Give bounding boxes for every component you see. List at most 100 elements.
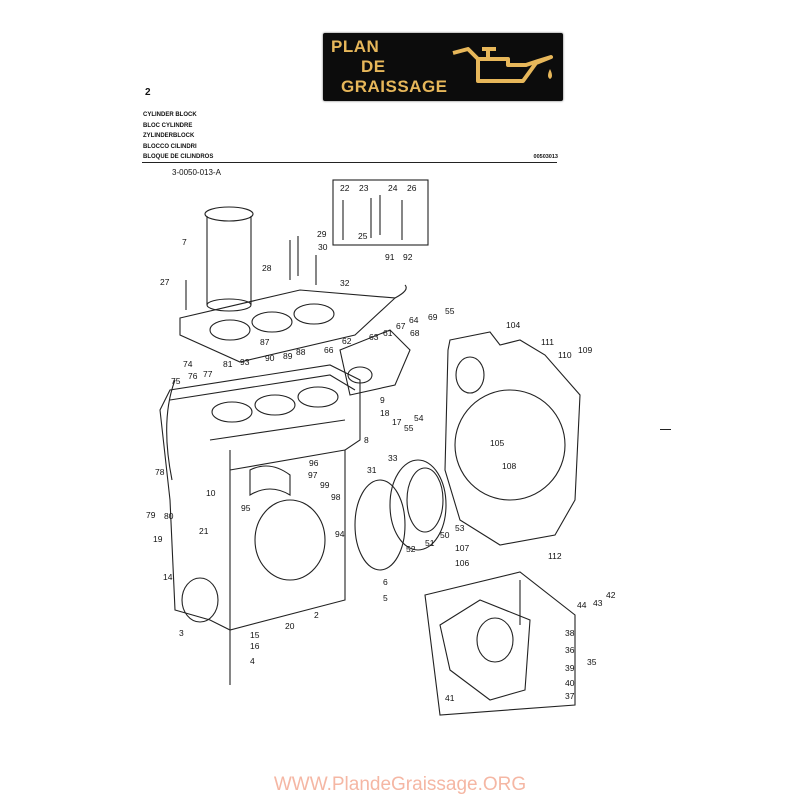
part-callout-7: 7	[182, 237, 187, 247]
part-callout-89: 89	[283, 351, 293, 361]
part-callout-4: 4	[250, 656, 255, 666]
part-callout-30: 30	[318, 242, 328, 252]
logo-line-3: GRAISSAGE	[341, 77, 448, 96]
front-plate	[339, 329, 411, 396]
part-callout-109: 109	[578, 345, 593, 355]
part-callout-55: 55	[404, 423, 414, 433]
part-callout-15: 15	[250, 630, 260, 640]
part-callout-63: 63	[369, 332, 379, 342]
part-callout-26: 26	[407, 183, 417, 193]
part-callout-107: 107	[455, 543, 470, 553]
elbow-pipe	[249, 465, 291, 496]
part-callout-50: 50	[440, 530, 450, 540]
logo-line-2: DE	[361, 57, 386, 76]
part-callout-52: 52	[406, 544, 416, 554]
part-callout-33: 33	[388, 453, 398, 463]
part-callout-17: 17	[392, 417, 402, 427]
part-callout-51: 51	[425, 538, 435, 548]
section-titles: CYLINDER BLOCK BLOC CYLINDRE ZYLINDERBLO…	[143, 110, 213, 163]
part-callout-97: 97	[308, 470, 318, 480]
header-divider	[142, 162, 557, 163]
part-callout-40: 40	[565, 678, 575, 688]
part-callout-106: 106	[455, 558, 470, 568]
part-callout-42: 42	[606, 590, 616, 600]
part-callout-35: 35	[587, 657, 597, 667]
part-callout-76: 76	[188, 371, 198, 381]
part-callout-36: 36	[565, 645, 575, 655]
part-callout-8: 8	[364, 435, 369, 445]
figure-code: 3-0050-013-A	[172, 168, 221, 177]
part-callout-6: 6	[383, 577, 388, 587]
part-callout-77: 77	[203, 369, 213, 379]
part-callout-27: 27	[160, 277, 170, 287]
seal-plate	[354, 479, 406, 571]
part-callout-19: 19	[153, 534, 163, 544]
bolts-lower	[229, 580, 521, 685]
gear-case-inset-box	[424, 571, 576, 716]
part-callout-88: 88	[296, 347, 306, 357]
studs-inset-box	[332, 179, 429, 246]
part-callout-54: 54	[414, 413, 424, 423]
part-callout-75: 75	[171, 376, 181, 386]
part-callout-68: 68	[410, 328, 420, 338]
part-callout-61: 61	[383, 328, 393, 338]
part-callout-2: 2	[314, 610, 319, 620]
part-callout-55: 55	[445, 306, 455, 316]
part-callout-93: 93	[240, 357, 250, 367]
flywheel-housing	[444, 331, 581, 546]
part-callout-91: 91	[385, 252, 395, 262]
part-callout-23: 23	[359, 183, 369, 193]
studs	[342, 195, 403, 240]
logo-line-1: PLAN	[331, 37, 380, 56]
part-callout-38: 38	[565, 628, 575, 638]
part-callout-37: 37	[565, 691, 575, 701]
part-callout-53: 53	[455, 523, 465, 533]
part-callout-66: 66	[324, 345, 334, 355]
part-callout-21: 21	[199, 526, 209, 536]
part-callout-81: 81	[223, 359, 233, 369]
title-fr: BLOC CYLINDRE	[143, 122, 193, 129]
part-callout-32: 32	[340, 278, 350, 288]
part-callout-62: 62	[342, 336, 352, 346]
gear-case-cover	[439, 599, 531, 701]
part-callout-18: 18	[380, 408, 390, 418]
part-callout-29: 29	[317, 229, 327, 239]
page-number: 2	[145, 87, 151, 98]
oil-pipe	[166, 379, 176, 481]
part-callout-39: 39	[565, 663, 575, 673]
pipe	[394, 284, 407, 299]
margin-mark	[660, 429, 671, 430]
oil-can-icon	[452, 47, 553, 83]
part-callout-104: 104	[506, 320, 521, 330]
part-callout-80: 80	[164, 511, 174, 521]
part-callout-99: 99	[320, 480, 330, 490]
head-gasket	[179, 289, 397, 363]
part-callout-69: 69	[428, 312, 438, 322]
part-callout-5: 5	[383, 593, 388, 603]
seal-housing	[389, 459, 447, 551]
part-callout-3: 3	[179, 628, 184, 638]
part-callout-10: 10	[206, 488, 216, 498]
website-footer[interactable]: WWW.PlandeGraissage.ORG	[273, 774, 527, 795]
part-callout-98: 98	[331, 492, 341, 502]
part-callout-87: 87	[260, 337, 270, 347]
part-callout-105: 105	[490, 438, 505, 448]
title-it: BLOCCO CILINDRI	[143, 143, 197, 150]
part-callout-94: 94	[335, 529, 345, 539]
part-callout-22: 22	[340, 183, 350, 193]
part-callout-31: 31	[367, 465, 377, 475]
part-callout-78: 78	[155, 467, 165, 477]
part-callout-67: 67	[396, 321, 406, 331]
plan-de-graissage-logo: PLAN DE GRAISSAGE	[323, 33, 563, 101]
part-callout-108: 108	[502, 461, 517, 471]
title-es: BLOQUE DE CILINDROS	[143, 154, 214, 160]
part-callout-43: 43	[593, 598, 603, 608]
cylinder-block	[159, 364, 361, 631]
part-callout-95: 95	[241, 503, 251, 513]
part-callout-28: 28	[262, 263, 272, 273]
part-callout-14: 14	[163, 572, 173, 582]
part-callout-90: 90	[265, 353, 275, 363]
part-callout-111: 111	[541, 337, 554, 347]
